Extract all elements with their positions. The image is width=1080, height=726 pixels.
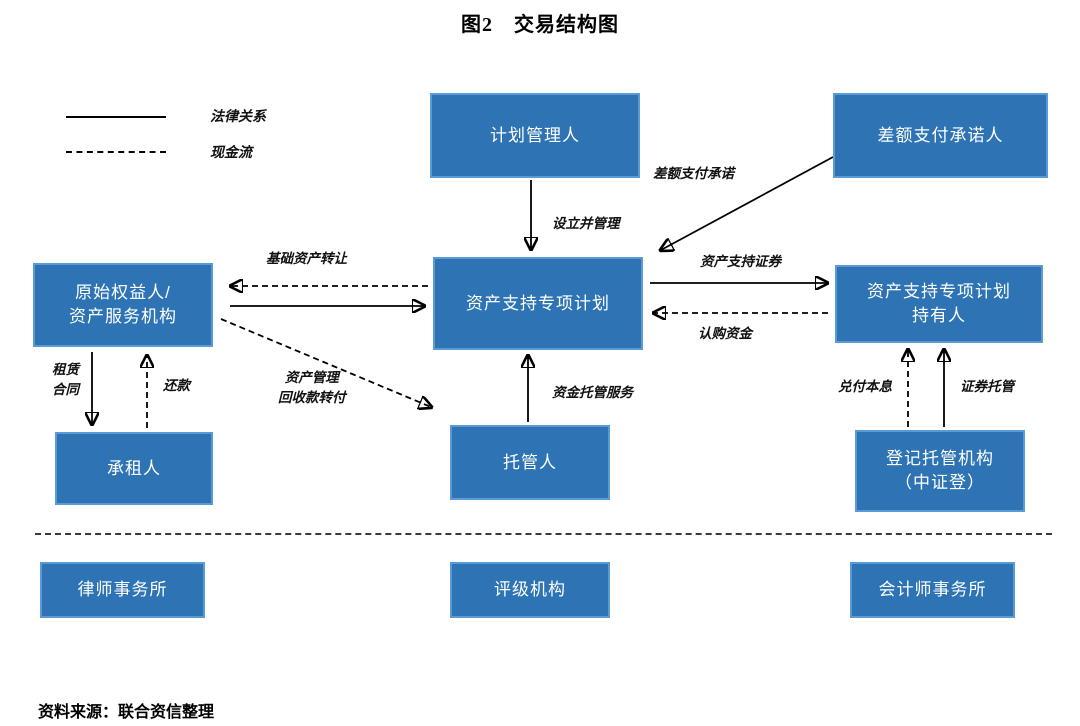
edge-label-subscription-funds: 认购资金 — [698, 326, 752, 341]
legend-solid-line-sample — [66, 116, 166, 118]
legend-label-legal-relation: 法律关系 — [210, 110, 266, 125]
node-label-line1: 资产支持专项计划 — [867, 282, 1011, 302]
node-lessee: 承租人 — [55, 432, 213, 505]
edge-label-lease-contract: 租赁 合同 — [52, 362, 79, 397]
node-label: 资产支持专项计划 — [466, 293, 610, 313]
node-label: 差额支付承诺人 — [877, 125, 1004, 145]
figure-title: 图2 交易结构图 — [461, 14, 619, 36]
edge-label-asset-backed-securities: 资产支持证券 — [700, 254, 781, 269]
node-label: 计划管理人 — [490, 125, 580, 145]
node-label: 律师事务所 — [77, 580, 168, 600]
node-label: 托管人 — [503, 452, 557, 472]
node-label: 评级机构 — [494, 580, 566, 600]
section-divider-dashed — [35, 533, 1052, 535]
node-plan-manager: 计划管理人 — [430, 93, 640, 178]
edge-label-difference-payment-promise: 差额支付承诺 — [653, 166, 734, 181]
node-law-firm: 律师事务所 — [40, 562, 205, 618]
edge-label-principal-interest: 兑付本息 — [838, 379, 892, 394]
node-asset-backed-special-plan: 资产支持专项计划 — [433, 257, 643, 350]
node-originator-asset-servicer: 原始权益人/ 资产服务机构 — [33, 263, 213, 347]
edge-label-establish-manage: 设立并管理 — [552, 216, 620, 231]
edge-label-asset-mgmt-recovery: 资产管理 回收款转付 — [278, 370, 346, 405]
node-label: 承租人 — [107, 458, 161, 478]
node-label-line1: 原始权益人/ — [75, 283, 171, 303]
node-label-line2: 资产服务机构 — [69, 307, 177, 326]
edge-label-underlying-asset-transfer: 基础资产转让 — [266, 251, 347, 266]
node-accounting-firm: 会计师事务所 — [850, 562, 1015, 618]
node-label-line2: （中证登） — [895, 473, 985, 492]
legend-dashed-line-sample — [66, 151, 166, 153]
node-rating-agency: 评级机构 — [450, 562, 610, 618]
edge-label-securities-custody: 证券托管 — [960, 379, 1014, 394]
node-label-line1: 登记托管机构 — [886, 449, 994, 469]
edge-label-fund-custody-service: 资金托管服务 — [552, 385, 633, 400]
node-custodian: 托管人 — [450, 425, 610, 500]
source-note: 资料来源：联合资信整理 — [38, 704, 215, 721]
node-label-line2: 持有人 — [912, 306, 966, 325]
legend-label-cash-flow: 现金流 — [210, 146, 252, 161]
node-plan-holders: 资产支持专项计划 持有人 — [835, 265, 1043, 343]
edge-label-repayment: 还款 — [163, 378, 190, 393]
node-registrar-csdc: 登记托管机构 （中证登） — [855, 430, 1025, 512]
node-difference-payment-promisor: 差额支付承诺人 — [833, 93, 1048, 178]
node-label: 会计师事务所 — [878, 580, 987, 600]
